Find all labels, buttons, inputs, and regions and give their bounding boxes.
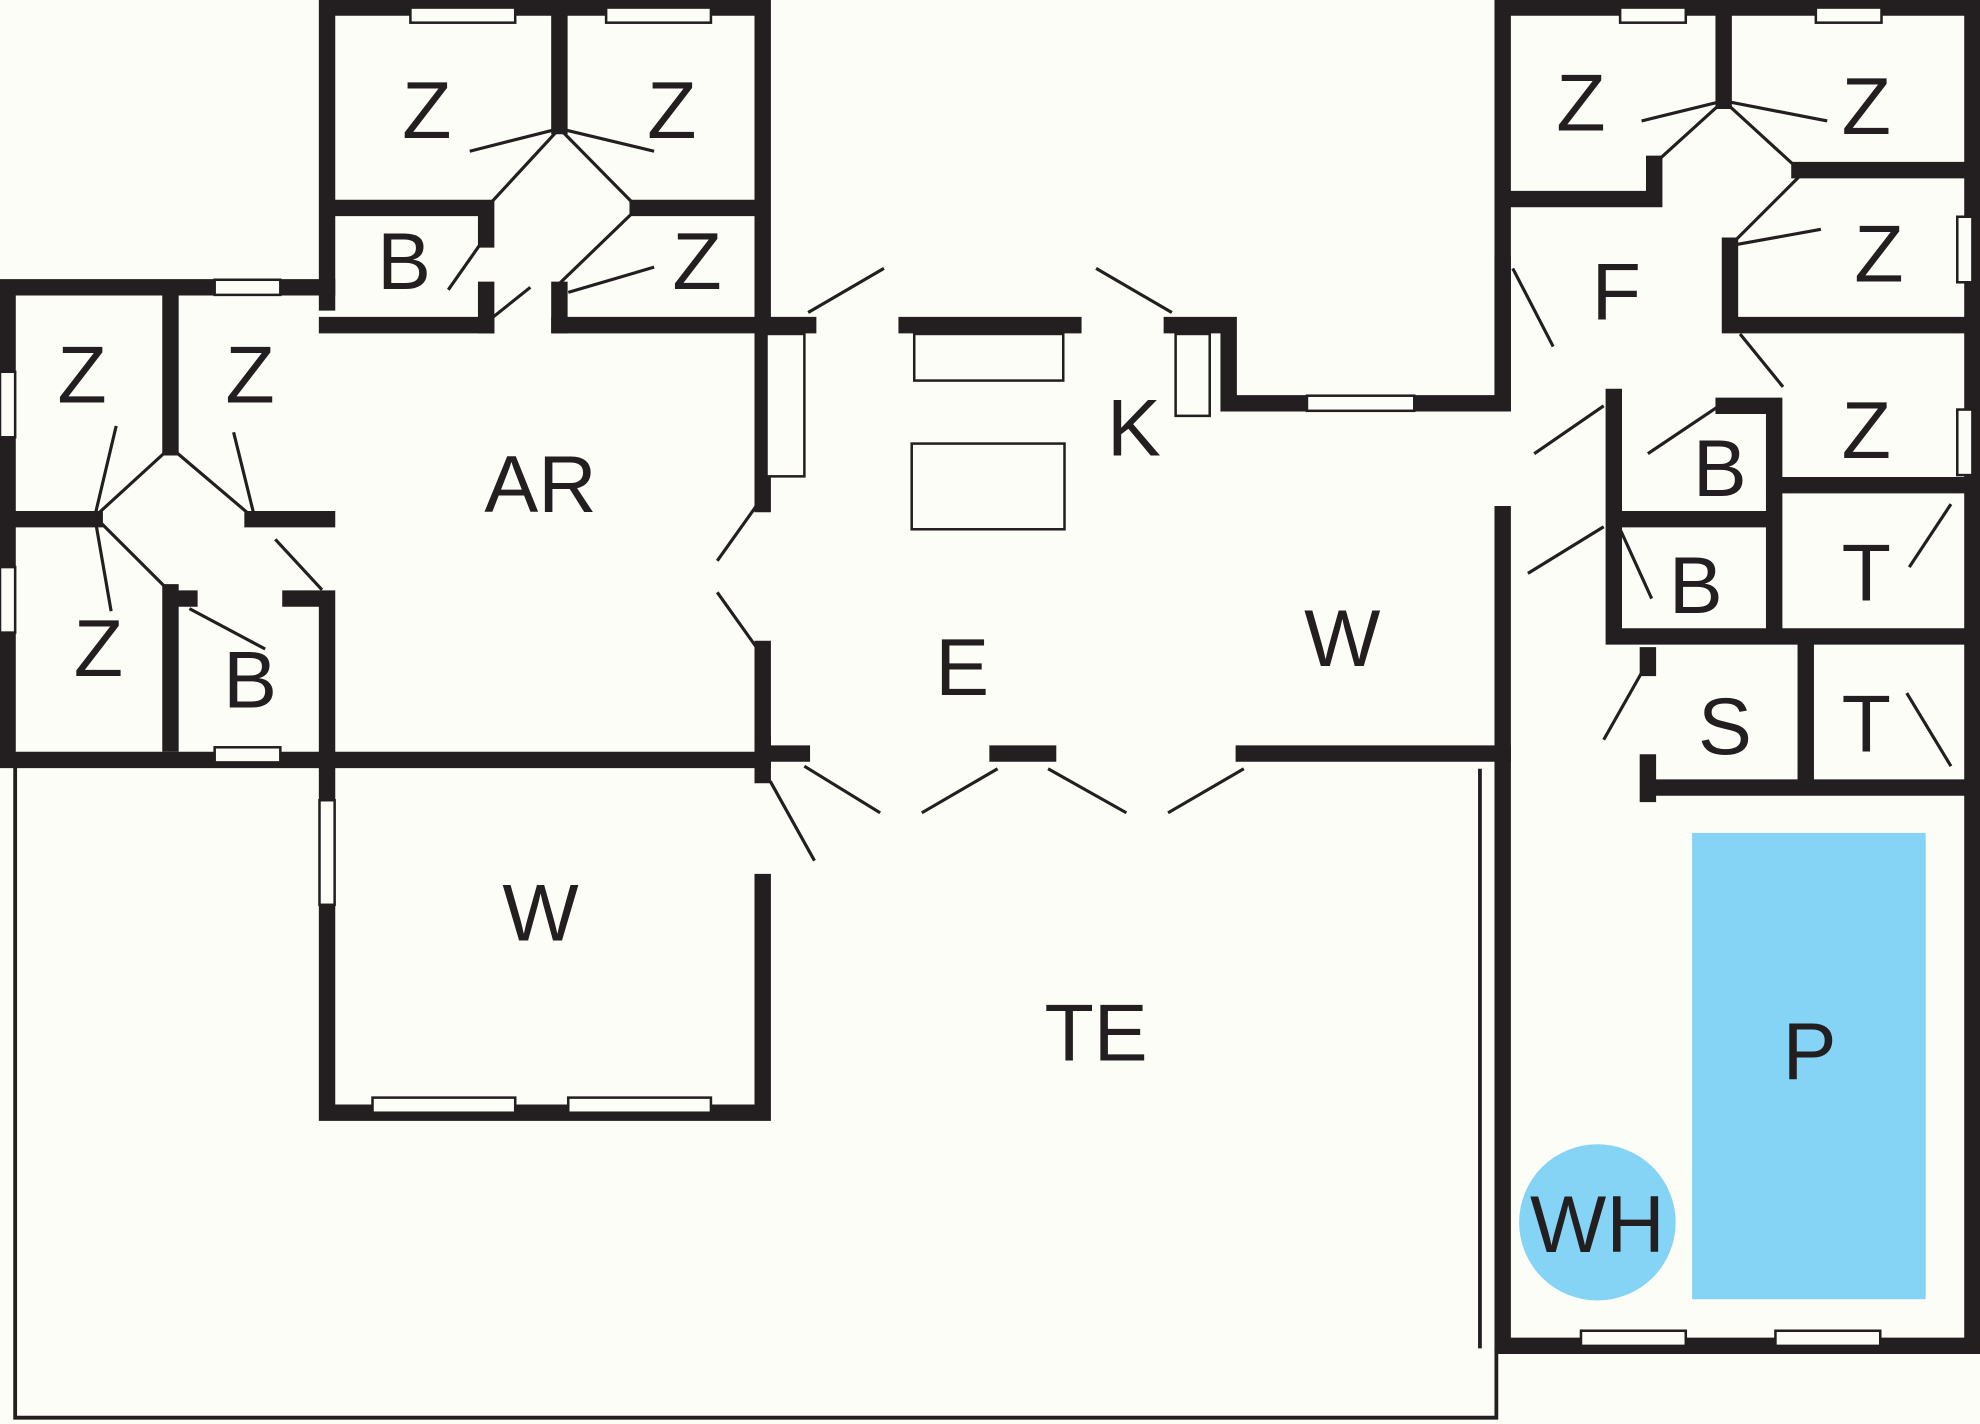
room-label-z: Z	[672, 217, 721, 307]
room-label-f: F	[1592, 247, 1641, 337]
room-label-k: K	[1107, 384, 1161, 474]
room-label-b: B	[1693, 424, 1747, 514]
room-label-ar: AR	[484, 440, 596, 530]
kitchen-counters	[910, 332, 1066, 531]
room-label-z: Z	[1854, 210, 1903, 300]
room-labels: Z Z B Z Z Z Z B AR K E W W TE Z Z F Z Z …	[57, 58, 1903, 1269]
room-label-p: P	[1783, 1007, 1837, 1097]
room-label-z: Z	[1842, 62, 1891, 152]
pool	[1692, 832, 1926, 1300]
room-label-z: Z	[1842, 386, 1891, 476]
room-label-w: W	[1304, 594, 1380, 684]
room-label-z: Z	[1556, 58, 1605, 148]
room-label-b: B	[377, 217, 431, 307]
room-label-wh: WH	[1530, 1180, 1665, 1270]
room-label-b: B	[223, 636, 277, 726]
walls	[0, 0, 1980, 1355]
room-label-e: E	[935, 623, 989, 713]
windows	[0, 6, 1974, 1348]
doors	[92, 99, 1953, 862]
room-label-b: B	[1669, 541, 1723, 631]
room-label-z: Z	[74, 604, 123, 694]
room-label-z: Z	[647, 66, 696, 156]
room-label-t: T	[1842, 680, 1891, 770]
room-label-te: TE	[1044, 988, 1147, 1078]
room-label-t: T	[1842, 528, 1891, 618]
room-label-z: Z	[402, 66, 451, 156]
terrace-outline	[13, 762, 1499, 1420]
room-label-z: Z	[225, 331, 274, 421]
room-label-z: Z	[57, 331, 106, 421]
whirlpool	[1519, 1144, 1676, 1301]
room-label-w: W	[502, 869, 578, 959]
room-label-s: S	[1698, 682, 1752, 772]
